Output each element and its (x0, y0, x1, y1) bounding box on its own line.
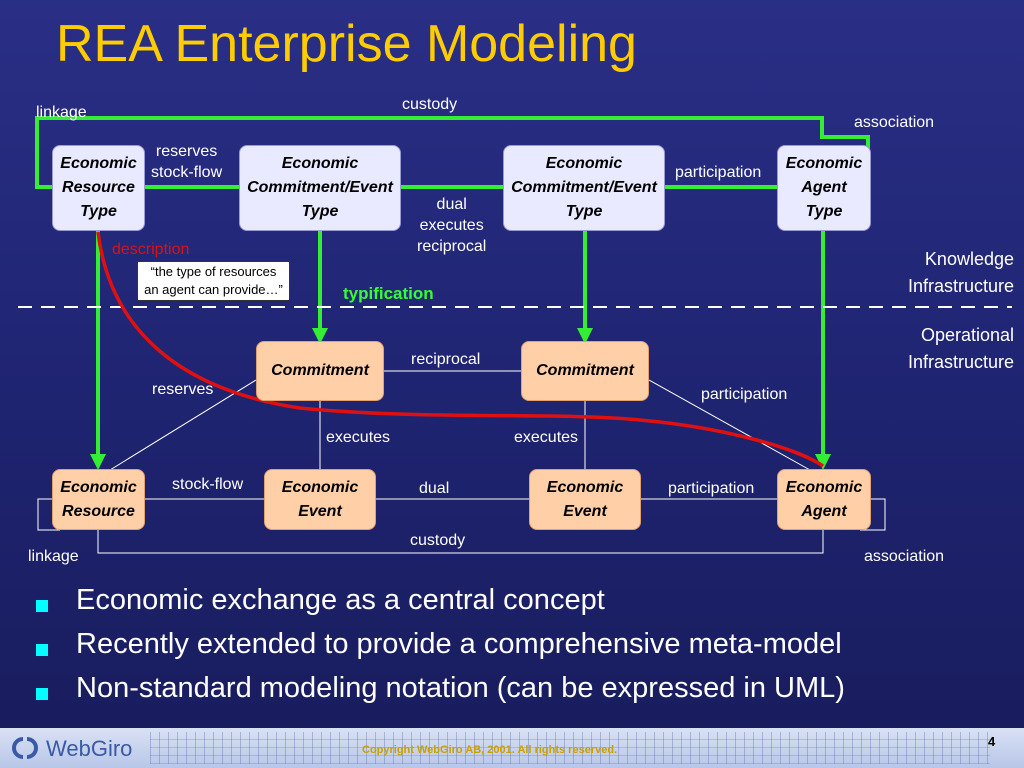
label-association-top: association (854, 114, 935, 131)
label-association-bottom: association (864, 548, 945, 565)
op-link-custody (97, 530, 824, 554)
economic-agent-box: Economic Agent (777, 469, 871, 530)
slide-footer: WebGiro Copyright WebGiro AB, 2001. All … (0, 728, 1024, 768)
knowledge-linkage-loop (35, 116, 870, 189)
economic-agent-type-box: Economic Agent Type (777, 145, 871, 231)
bullet-square-icon (36, 600, 48, 612)
label-dual-executes-reciprocal: dual executes reciprocal (417, 196, 487, 255)
economic-resource-type-box: Economic Resource Type (52, 145, 145, 231)
webgiro-logo-icon (12, 737, 38, 759)
slide-title: REA Enterprise Modeling (56, 15, 637, 73)
label-reserves: reserves (152, 381, 214, 398)
label-custody-bottom: custody (410, 532, 466, 549)
webgiro-logo-text: WebGiro (46, 736, 133, 761)
description-curve (96, 231, 824, 468)
economic-resource-box: Economic Resource (52, 469, 145, 530)
label-typification: typification (343, 284, 434, 303)
page-number: 4 (988, 734, 996, 749)
label-reciprocal: reciprocal (411, 351, 481, 368)
description-callout: “the type of resources an agent can prov… (137, 261, 290, 301)
label-executes-right: executes (514, 429, 579, 446)
op-link-linkage-loop (37, 498, 60, 531)
label-linkage-top: linkage (36, 104, 87, 121)
op-link-association-loop (860, 498, 886, 531)
label-custody-top: custody (402, 96, 458, 113)
economic-commitment-event-type-box-left: Economic Commitment/Event Type (239, 145, 401, 231)
bullet-square-icon (36, 644, 48, 656)
label-dual: dual (419, 480, 450, 497)
economic-event-box-left: Economic Event (264, 469, 376, 530)
operational-infrastructure-label: Operational Infrastructure (907, 325, 1014, 372)
bullet-text: Recently extended to provide a comprehen… (76, 628, 842, 660)
bullet-text: Non-standard modeling notation (can be e… (76, 672, 845, 704)
footer-grid-pattern (150, 732, 990, 764)
label-executes-left: executes (326, 429, 391, 446)
rea-diagram-connectors (35, 116, 886, 554)
label-linkage-bottom: linkage (28, 548, 79, 565)
label-participation-top: participation (675, 164, 762, 181)
label-participation-operational-top: participation (701, 386, 788, 403)
op-link-participation-top (648, 379, 811, 471)
copyright-text: Copyright WebGiro AB, 2001. All rights r… (362, 744, 618, 756)
knowledge-infrastructure-label: Knowledge Infrastructure (907, 249, 1014, 296)
label-stock-flow: stock-flow (172, 476, 244, 493)
label-description: description (112, 241, 190, 258)
bullet-text: Economic exchange as a central concept (76, 584, 605, 616)
label-participation-operational-bottom: participation (668, 480, 755, 497)
economic-commitment-event-type-box-right: Economic Commitment/Event Type (503, 145, 665, 231)
commitment-box-right: Commitment (521, 341, 649, 401)
economic-event-box-right: Economic Event (529, 469, 641, 530)
bullet-square-icon (36, 688, 48, 700)
op-link-reserves (109, 379, 257, 471)
label-reserves-stock-flow: reserves stock-flow (151, 143, 223, 181)
commitment-box-left: Commitment (256, 341, 384, 401)
